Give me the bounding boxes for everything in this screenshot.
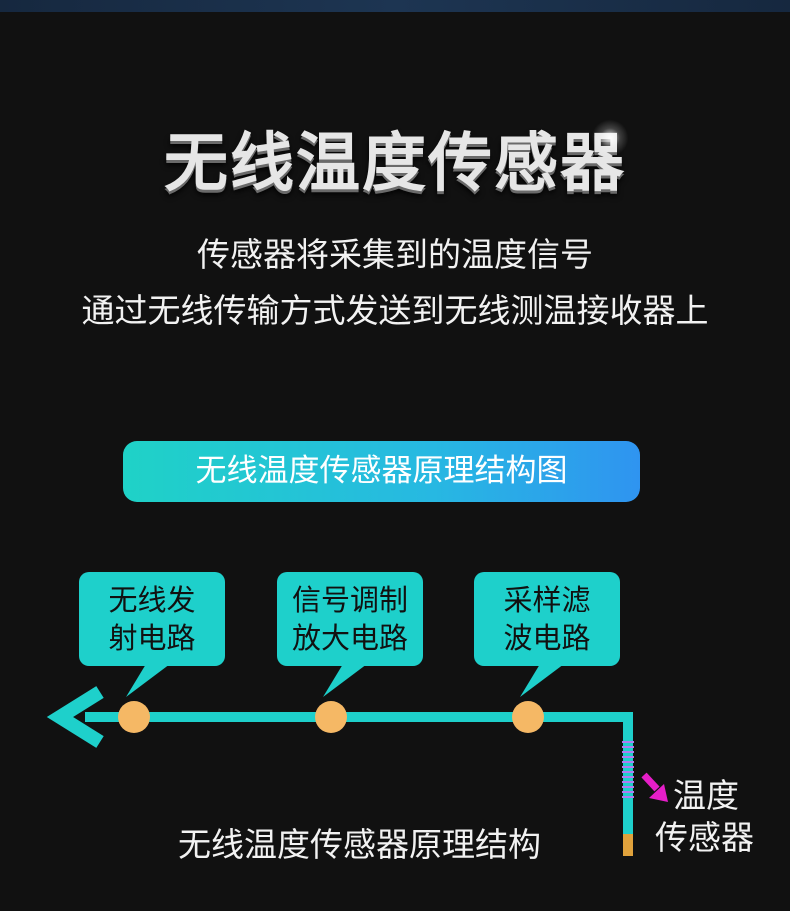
sensor-coil [622, 741, 634, 798]
signal-line [85, 712, 633, 835]
sensor-label-line1: 温度 [673, 776, 739, 815]
node-amplifier [315, 701, 347, 733]
amplifier-box-line1: 信号调制 [291, 583, 408, 617]
sensor-pointer-arrow-icon [641, 772, 668, 802]
callout-pointer-filter [520, 664, 564, 697]
node-filter [512, 701, 544, 733]
transmitter-box-line2: 射电路 [108, 621, 196, 655]
description-line-2: 通过无线传输方式发送到无线测温接收器上 [81, 291, 709, 330]
amplifier-box-line2: 放大电路 [291, 621, 408, 655]
arrow-left-icon [46, 686, 104, 748]
top-banner-strip [0, 0, 790, 12]
filter-box-line2: 波电路 [503, 621, 591, 655]
sensor-probe-tip [623, 834, 633, 856]
filter-box-line1: 采样滤 [503, 583, 591, 617]
diagram-caption: 无线温度传感器原理结构 [178, 825, 541, 864]
transmitter-box-line1: 无线发 [108, 583, 196, 617]
callout-pointer-transmitter [126, 664, 170, 697]
sensor-label-line2: 传感器 [655, 818, 754, 857]
page-title: 无线温度传感器 [164, 127, 626, 201]
modulation-amplifier-box: 信号调制 放大电路 [277, 572, 423, 666]
diagram-title-banner: 无线温度传感器原理结构图 [123, 441, 640, 502]
sparkle-icon [590, 118, 630, 158]
transmitter-circuit-box: 无线发 射电路 [79, 572, 225, 666]
sensor-label: 温度 传感器 [655, 775, 754, 859]
sampling-filter-box: 采样滤 波电路 [474, 572, 620, 666]
description-line-1: 传感器将采集到的温度信号 [197, 235, 593, 274]
callout-pointer-amplifier [323, 664, 367, 697]
node-transmitter [118, 701, 150, 733]
